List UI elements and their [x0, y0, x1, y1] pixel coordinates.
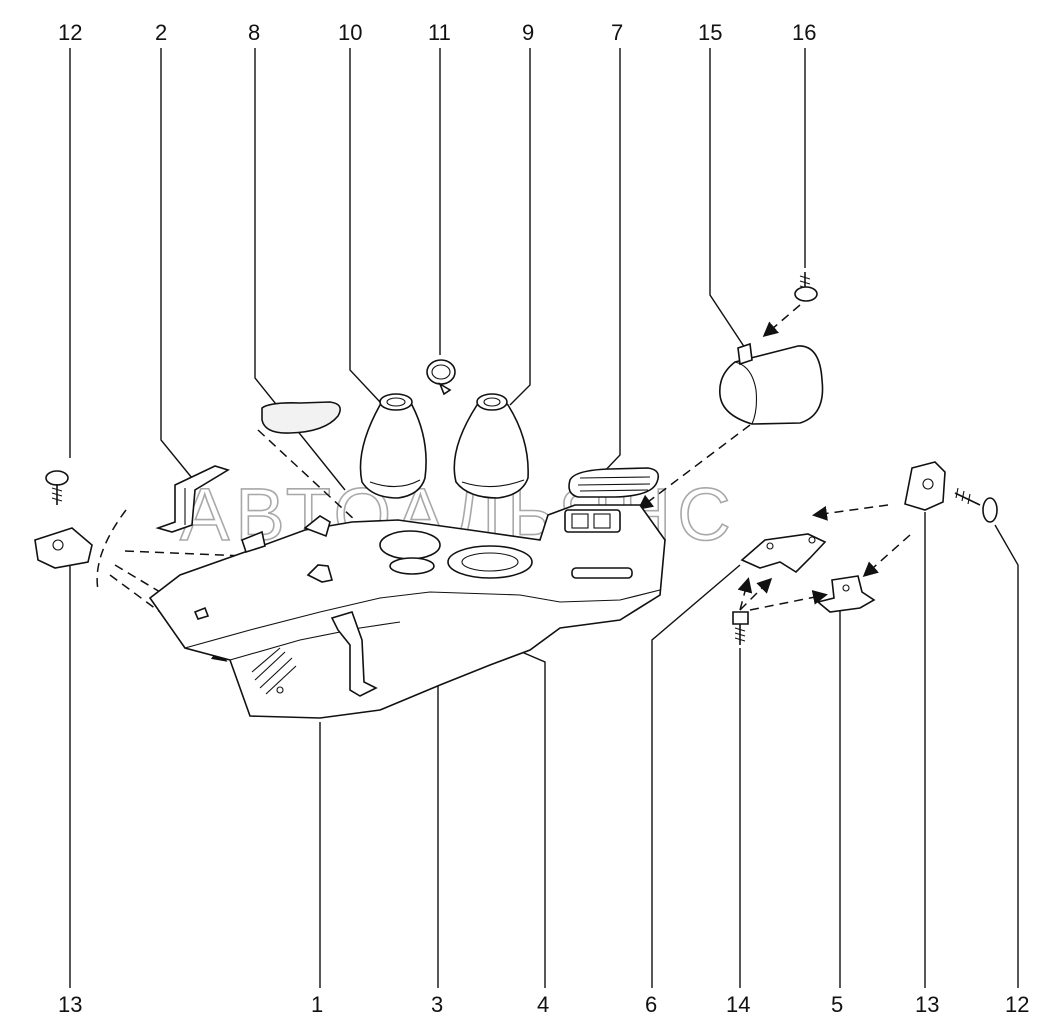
callout-16: 16 — [792, 20, 816, 45]
screw-12-right — [954, 487, 998, 523]
callout-9: 9 — [522, 20, 534, 45]
callout-3: 3 — [431, 992, 443, 1017]
callout-4: 4 — [537, 992, 549, 1017]
gear-boot-10 — [359, 393, 427, 499]
assembly-dashed-lines — [96, 304, 911, 662]
ashtray-15 — [718, 342, 824, 425]
callouts-bottom: 13 1 3 4 6 14 5 13 12 — [58, 992, 1029, 1017]
callout-6: 6 — [645, 992, 657, 1017]
bracket-3 — [330, 611, 378, 697]
callout-1: 1 — [311, 992, 323, 1017]
bracket-4 — [306, 564, 334, 583]
callout-12-bottom: 12 — [1005, 992, 1029, 1017]
callout-15: 15 — [698, 20, 722, 45]
callout-5: 5 — [831, 992, 843, 1017]
bracket-5 — [816, 575, 876, 613]
callout-12-top: 12 — [58, 20, 82, 45]
callout-2: 2 — [155, 20, 167, 45]
leader-lines — [69, 48, 1019, 988]
bracket-2 — [155, 465, 230, 533]
callout-8: 8 — [248, 20, 260, 45]
callouts-top: 12 2 8 10 11 9 7 15 16 — [58, 20, 816, 45]
clamp-11 — [426, 359, 456, 396]
callout-10: 10 — [338, 20, 362, 45]
clip-13-right — [904, 461, 946, 511]
callout-14: 14 — [726, 992, 750, 1017]
screw-16 — [794, 272, 818, 302]
bracket-tab-small — [241, 530, 266, 553]
callout-11: 11 — [428, 20, 451, 45]
speaker-grille — [251, 647, 297, 695]
bracket-6 — [740, 533, 827, 574]
screw-12-left — [45, 470, 69, 505]
gear-boot-9 — [453, 393, 529, 499]
pad-8 — [261, 401, 341, 434]
callout-13-bottom-right: 13 — [915, 992, 939, 1017]
callout-13-bottom-left: 13 — [58, 992, 82, 1017]
bolt-14 — [732, 611, 749, 645]
clip-13-left — [34, 527, 93, 569]
center-console-body — [148, 504, 666, 719]
mat-7 — [568, 467, 660, 498]
callout-7: 7 — [611, 20, 623, 45]
